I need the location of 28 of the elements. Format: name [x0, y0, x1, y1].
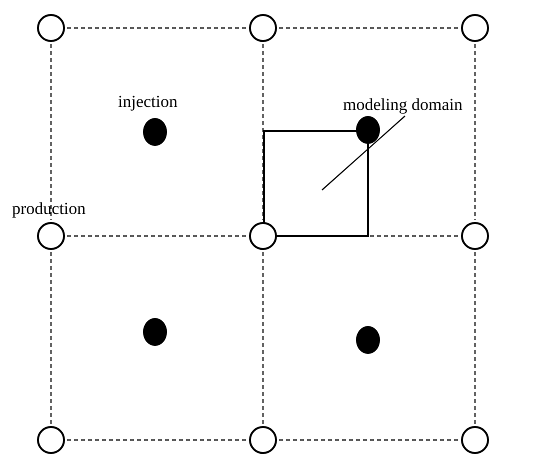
dashed-line [67, 27, 247, 29]
dashed-line [262, 44, 264, 220]
open-circle [249, 14, 277, 42]
open-circle [249, 222, 277, 250]
open-circle [461, 14, 489, 42]
leader-line [322, 116, 406, 190]
filled-circle [143, 318, 167, 346]
dashed-line [50, 252, 52, 424]
filled-circle [143, 118, 167, 146]
well-label: injection [118, 92, 178, 112]
open-circle [249, 426, 277, 454]
open-circle [37, 222, 65, 250]
dashed-line [50, 44, 52, 220]
dashed-line [474, 252, 476, 424]
dashed-line [67, 235, 247, 237]
open-circle [37, 14, 65, 42]
open-circle [37, 426, 65, 454]
dashed-line [279, 27, 459, 29]
open-circle [461, 426, 489, 454]
dashed-line [474, 44, 476, 220]
filled-circle [356, 326, 380, 354]
dashed-line [67, 439, 247, 441]
dashed-line [262, 252, 264, 424]
text-label: modeling domain [343, 95, 462, 115]
dashed-line [279, 439, 459, 441]
well-label: production [12, 199, 86, 219]
open-circle [461, 222, 489, 250]
filled-circle [356, 116, 380, 144]
